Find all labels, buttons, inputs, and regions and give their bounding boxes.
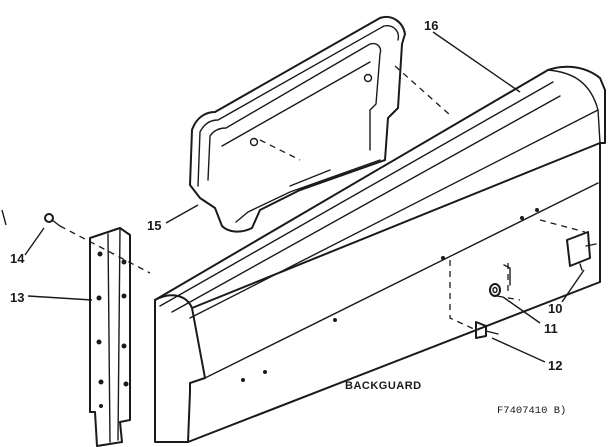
- diagram-title: BACKGUARD: [345, 380, 422, 392]
- label-11: 11: [544, 321, 558, 336]
- screw-14: [44, 213, 61, 227]
- backguard-panel: [154, 65, 606, 443]
- label-15: 15: [147, 218, 161, 233]
- screw-12: [475, 321, 499, 339]
- clip-10: [566, 231, 597, 271]
- leader-lines: [1, 31, 585, 363]
- label-14: 14: [10, 251, 25, 266]
- label-16: 16: [424, 18, 438, 33]
- side-bracket: [89, 227, 131, 447]
- label-13: 13: [10, 290, 24, 305]
- label-10: 10: [548, 301, 562, 316]
- drawing-code: F7407410 B): [497, 405, 566, 417]
- grommet-11: [489, 283, 501, 297]
- vent-trim: [189, 16, 406, 233]
- label-12: 12: [548, 358, 562, 373]
- assembly-lines: [59, 65, 586, 331]
